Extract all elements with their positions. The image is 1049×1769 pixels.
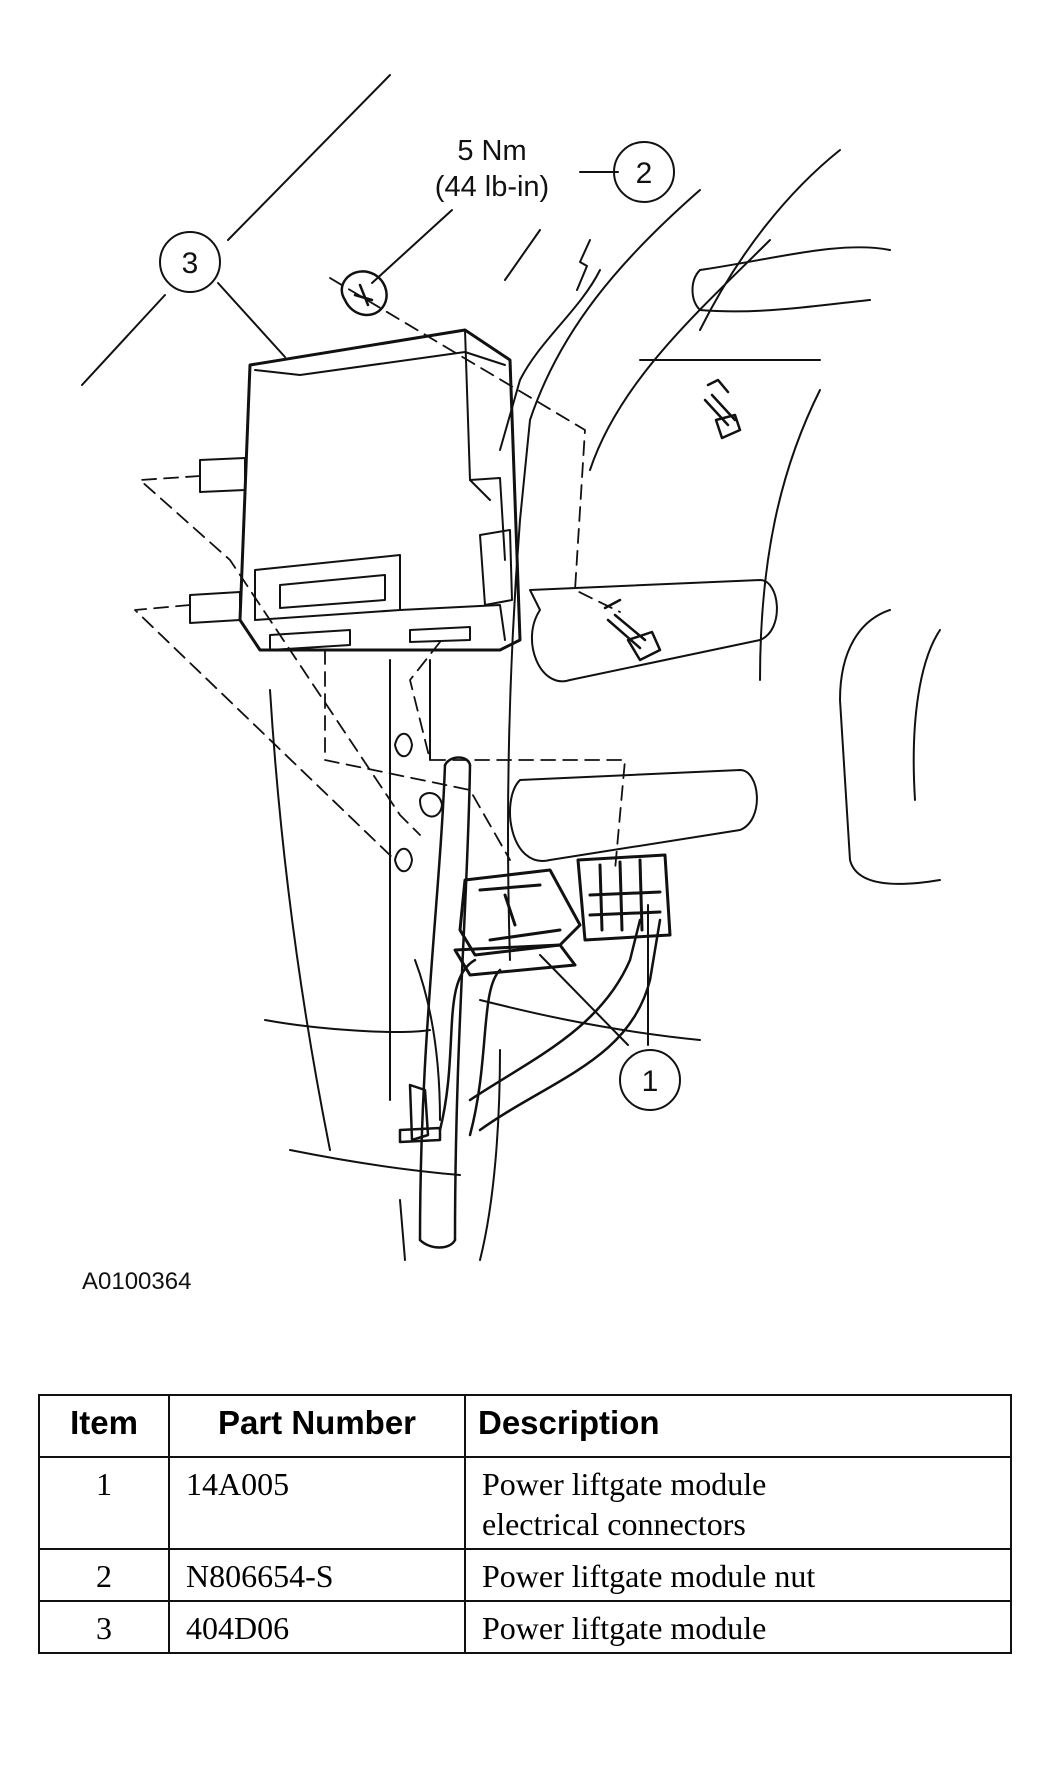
header-item: Item (38, 1394, 170, 1458)
power-liftgate-module (189, 328, 522, 652)
row-item: 3 (38, 1600, 170, 1654)
parts-table: Item Part Number Description 1 14A005 Po… (38, 1394, 1012, 1654)
callout-label-3: 3 (182, 247, 199, 280)
row-description-line: electrical connectors (482, 1506, 746, 1542)
table-row: 2 N806654-S Power liftgate module nut (38, 1548, 1012, 1602)
callout-label-2: 2 (636, 157, 653, 190)
torque-leader (371, 209, 453, 284)
row-part-number: 14A005 (168, 1456, 466, 1550)
header-part-number: Part Number (168, 1394, 466, 1458)
liftgate-module-diagram: 3 2 1 5 Nm (44 lb-in) (81, 74, 941, 1261)
table-header-row: Item Part Number Description (38, 1394, 1012, 1458)
electrical-connectors (453, 853, 672, 977)
torque-value-imperial: (44 lb-in) (435, 171, 549, 203)
callout-circle-2 (613, 141, 675, 203)
table-row: 1 14A005 Power liftgate module electrica… (38, 1456, 1012, 1550)
module-nut (340, 270, 388, 317)
row-description: Power liftgate module nut (464, 1548, 1012, 1602)
callout-circle-1 (619, 1049, 681, 1111)
row-part-number: 404D06 (168, 1600, 466, 1654)
row-part-number: N806654-S (168, 1548, 466, 1602)
callout-3-leaders (81, 74, 391, 386)
callout-label-1: 1 (642, 1065, 659, 1098)
alignment-dashes (134, 277, 626, 871)
figure-id: A0100364 (82, 1268, 192, 1295)
callout-1-leaders (539, 904, 649, 1046)
module-studs (603, 378, 742, 662)
wiring-harness (398, 756, 662, 1249)
table-row: 3 404D06 Power liftgate module (38, 1600, 1012, 1654)
row-item: 2 (38, 1548, 170, 1602)
callout-circle-3 (159, 231, 221, 293)
row-description: Power liftgate module (464, 1600, 1012, 1654)
row-description-line: Power liftgate module (482, 1466, 767, 1502)
row-item: 1 (38, 1456, 170, 1550)
torque-value-metric: 5 Nm (457, 135, 526, 167)
body-panel-outline (264, 149, 941, 1261)
row-description: Power liftgate module electrical connect… (464, 1456, 1012, 1550)
header-description: Description (464, 1394, 1012, 1458)
